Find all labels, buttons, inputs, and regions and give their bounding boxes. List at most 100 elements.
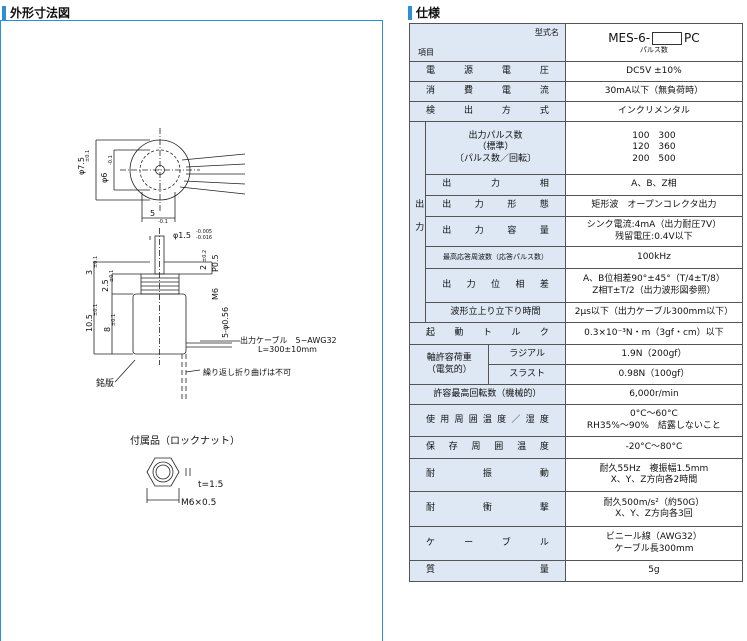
title-bar-icon (408, 5, 412, 20)
shock-value-1: 耐久500m/s²（約50G） (603, 497, 705, 508)
drawing-title-text: 外形寸法図 (10, 6, 71, 20)
lock-nut-hex (146, 457, 180, 487)
pulses-value-3: 200 500 (632, 153, 676, 164)
item-label: 項目 (418, 48, 434, 57)
label-cable: ケーブル (409, 526, 566, 561)
dim-five: 5 (150, 209, 155, 218)
value-detect: インクリメンタル (564, 101, 744, 122)
env-value-2: RH35%〜90% 結露しないこと (586, 420, 721, 431)
row-mass: 質量 5g (409, 560, 744, 582)
value-shock: 耐久500m/s²（約50G） X、Y、Z方向各3回 (564, 491, 744, 527)
label-shock: 耐衝撃 (409, 491, 566, 527)
value-vibration: 耐久55Hz 複振幅1.5mm X、Y、Z方向各2時間 (564, 458, 744, 492)
row-shock: 耐衝撃 耐久500m/s²（約50G） X、Y、Z方向各3回 (409, 491, 744, 527)
accessory-thread: M6×0.5 (181, 498, 216, 508)
spec-section-title: 仕様 (408, 4, 440, 21)
label-form: 出力形態 (425, 195, 566, 217)
row-storage: 保存周囲温度 -20°C〜80°C (409, 436, 744, 459)
value-max-rpm: 6,000r/min (564, 384, 744, 405)
dim-five-tol: -0.1 (158, 219, 168, 225)
value-thrust: 0.98N（100gf） (564, 364, 744, 385)
value-storage: -20°C〜80°C (564, 436, 744, 459)
capacity-value-1: シンク電流:4mA（出力耐圧7V） (586, 220, 722, 231)
row-vibration: 耐振動 耐久55Hz 複振幅1.5mm X、Y、Z方向各2時間 (409, 458, 744, 492)
title-bar-icon (2, 5, 6, 20)
spec-table: 型式名 項目 MES-6-PC パルス数 電源電圧 DC5V ±10% 消費電流… (408, 23, 744, 582)
row-current: 消費電流 30mA以下（無負荷時） (409, 81, 744, 102)
label-detect: 検出方式 (409, 101, 566, 122)
label-max-rpm: 許容最高回転数（機械的） (409, 384, 566, 405)
header-corner: 型式名 項目 (409, 23, 566, 62)
pulses-label-1: 出力パルス数 (468, 131, 523, 142)
dim-eight-tol: ±0.1 (111, 314, 117, 326)
vibration-value-1: 耐久55Hz 複振幅1.5mm (599, 463, 709, 474)
dim-d6-tol: -0.1 (108, 155, 114, 165)
dim-ten-half-tol: ±0.1 (93, 304, 99, 316)
dim-eight: 8 (103, 327, 112, 332)
value-mass: 5g (564, 560, 744, 582)
value-max-freq: 100kHz (564, 246, 744, 269)
accessory-title: 付属品（ロックナット） (130, 434, 240, 447)
label-phase: 出力相 (425, 174, 566, 196)
accessory-thickness: t=1.5 (198, 480, 223, 490)
row-max-freq: 最高応答周波数（応答パルス数） 100kHz (410, 246, 744, 269)
dim-three-tol: ±0.1 (93, 256, 99, 268)
note-nameplate: 銘版 (96, 377, 114, 389)
dim-two-half: 2.5 (101, 279, 110, 292)
note-cable: 出力ケーブル 5−AWG32 (240, 335, 337, 345)
vibration-value-2: X、Y、Z方向各2時間 (610, 475, 698, 485)
value-torque: 0.3×10⁻³N・m（3gf・cm）以下 (564, 322, 744, 345)
table-header-row: 型式名 項目 MES-6-PC パルス数 (409, 23, 744, 62)
label-torque: 起動トルク (409, 322, 566, 345)
label-phase-diff: 出力位相差 (425, 268, 566, 303)
label-env: 使用周囲温度／湿度 (409, 404, 566, 437)
dim-d056: 5-φ0.56 (221, 307, 230, 338)
dim-d15-tol-b: -0.016 (196, 235, 212, 241)
value-capacity: シンク電流:4mA（出力耐圧7V） 残留電圧:0.4V以下 (564, 216, 744, 247)
pulses-value-1: 100 300 (632, 131, 676, 142)
model-label: 型式名 (534, 28, 559, 37)
value-rise-fall: 2μs以下（出力ケーブル300mm以下） (564, 302, 744, 323)
output-group-label: 出力 (408, 121, 427, 323)
row-radial: 軸許容荷重 （電気的） ラジアル 1.9N（200gf） (408, 344, 744, 385)
value-power: DC5V ±10% (564, 61, 744, 82)
spec-title-text: 仕様 (416, 6, 441, 20)
row-thrust: スラスト 0.98N（100gf） (410, 364, 744, 385)
row-cable: ケーブル ビニール線（AWG32） ケーブル長300mm (409, 526, 744, 561)
label-thrust: スラスト (488, 364, 566, 385)
value-env: 0°C〜60°C RH35%〜90% 結露しないこと (564, 404, 744, 437)
dim-two-half-tol: ±0.1 (109, 270, 115, 282)
model-cell: MES-6-PC パルス数 (564, 23, 744, 62)
row-torque: 起動トルク 0.3×10⁻³N・m（3gf・cm）以下 (409, 322, 744, 345)
label-current: 消費電流 (409, 81, 566, 102)
dim-two-tol: ±0.2 (202, 250, 208, 262)
pulses-label-3: 〔パルス数／回転〕 (455, 153, 537, 164)
value-phase: A、B、Z相 (564, 174, 744, 196)
row-form: 出力形態 矩形波 オープンコレクタ出力 (410, 195, 744, 217)
note-cable-length: L=300±10mm (258, 345, 317, 354)
phase-diff-value-2: Z相T±T/2（出力波形図参照） (592, 285, 716, 296)
dim-d15: φ1.5 (173, 231, 191, 240)
drawing-section-title: 外形寸法図 (2, 4, 70, 21)
label-vibration: 耐振動 (409, 458, 566, 492)
label-rise-fall: 波形立上り立下り時間 (425, 302, 566, 323)
note-no-bend: 繰り返し折り曲げは不可 (203, 367, 291, 377)
label-radial: ラジアル (488, 344, 566, 365)
phase-diff-value-1: A、B位相差90°±45°（T/4±T/8） (583, 274, 725, 285)
label-shaft-load: 軸許容荷重 （電気的） (408, 344, 490, 385)
value-pulses: 100 300 120 360 200 500 (564, 121, 744, 175)
label-power: 電源電圧 (409, 61, 566, 82)
row-power: 電源電圧 DC5V ±10% (409, 61, 744, 82)
dim-ten-half: 10.5 (85, 314, 94, 332)
shock-value-2: X、Y、Z方向各3回 (615, 509, 693, 519)
dim-d75-tol: ±0.1 (85, 150, 91, 162)
value-radial: 1.9N（200gf） (564, 344, 744, 365)
row-env: 使用周囲温度／湿度 0°C〜60°C RH35%〜90% 結露しないこと (409, 404, 744, 437)
label-mass: 質量 (409, 560, 566, 582)
pulse-box (652, 31, 683, 45)
label-capacity: 出力容量 (425, 216, 566, 247)
env-value-1: 0°C〜60°C (630, 409, 678, 420)
dim-d75: φ7.5 (77, 157, 86, 175)
row-rise-fall: 波形立上り立下り時間 2μs以下（出力ケーブル300mm以下） (410, 302, 744, 323)
row-pulses: 出力 出力パルス数 （標準） 〔パルス数／回転〕 100 300 120 360… (408, 121, 744, 323)
